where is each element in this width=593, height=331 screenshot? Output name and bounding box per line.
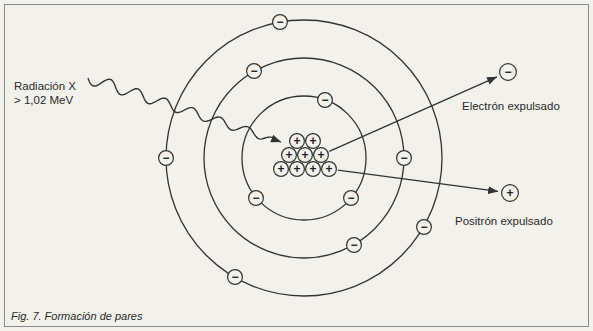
circle-shape: [249, 191, 264, 206]
charge-sign: −: [276, 16, 283, 28]
proton: +: [313, 147, 329, 163]
charge-sign: −: [231, 271, 238, 283]
circle-shape: [417, 220, 432, 235]
ejected-electron: −: [499, 63, 517, 81]
electron-label: Electrón expulsado: [462, 100, 560, 113]
proton: +: [305, 133, 321, 149]
charge-sign: +: [506, 187, 513, 199]
orbital-electron: −: [227, 269, 243, 285]
circle-shape: [322, 162, 337, 177]
positron-label: Positrón expulsado: [455, 215, 553, 228]
charge-sign: +: [293, 135, 300, 147]
x-ray-wave: [88, 78, 281, 142]
orbital-electron: −: [343, 190, 359, 206]
circle-shape: [274, 162, 289, 177]
outer-orbit: [166, 20, 442, 296]
circle-shape: [344, 191, 359, 206]
circle-shape: [290, 162, 305, 177]
charge-sign: −: [347, 192, 354, 204]
circle-shape: [306, 134, 321, 149]
ejected-positron: +: [501, 184, 519, 202]
charge-sign: +: [293, 163, 300, 175]
orbital-electron: −: [248, 190, 264, 206]
proton: +: [289, 161, 305, 177]
circle-shape: [347, 238, 362, 253]
orbital-electron: −: [158, 150, 174, 166]
circle-shape: [502, 185, 519, 202]
charge-sign: +: [309, 135, 316, 147]
circle-shape: [318, 93, 333, 108]
charge-sign: −: [252, 192, 259, 204]
energy-label: > 1,02 MeV: [14, 94, 73, 107]
charge-sign: +: [285, 149, 292, 161]
charge-sign: −: [400, 152, 407, 164]
proton: +: [321, 161, 337, 177]
orbital-electron: −: [346, 237, 362, 253]
circle-shape: [247, 64, 262, 79]
emission-arrow: [338, 170, 498, 191]
frame: [5, 5, 589, 327]
circle-shape: [397, 151, 412, 166]
circle-shape: [282, 148, 297, 163]
orbital-electron: −: [272, 14, 288, 30]
proton: +: [289, 133, 305, 149]
charge-sign: −: [321, 94, 328, 106]
circle-shape: [273, 15, 288, 30]
circle-shape: [159, 151, 174, 166]
charge-sign: −: [350, 239, 357, 251]
charge-sign: +: [317, 149, 324, 161]
inner-orbit: [242, 96, 366, 220]
charge-sign: +: [301, 149, 308, 161]
charge-sign: +: [277, 163, 284, 175]
middle-orbit: [204, 58, 404, 258]
circle-shape: [228, 270, 243, 285]
proton: +: [281, 147, 297, 163]
charge-sign: +: [309, 163, 316, 175]
orbital-electron: −: [246, 63, 262, 79]
charge-sign: +: [325, 163, 332, 175]
charge-sign: −: [504, 66, 511, 78]
proton: +: [273, 161, 289, 177]
orbital-electron: −: [416, 219, 432, 235]
circle-shape: [290, 134, 305, 149]
emission-arrow: [329, 77, 497, 151]
orbital-electron: −: [396, 150, 412, 166]
circle-shape: [500, 64, 517, 81]
orbital-electron: −: [317, 92, 333, 108]
figure-caption: Fig. 7. Formación de pares: [11, 310, 142, 322]
charge-sign: −: [420, 221, 427, 233]
charge-sign: −: [162, 152, 169, 164]
charge-sign: −: [250, 65, 257, 77]
circle-shape: [314, 148, 329, 163]
circle-shape: [306, 162, 321, 177]
proton: +: [305, 161, 321, 177]
radiation-label: Radiación X: [14, 80, 76, 93]
proton: +: [297, 147, 313, 163]
circle-shape: [298, 148, 313, 163]
